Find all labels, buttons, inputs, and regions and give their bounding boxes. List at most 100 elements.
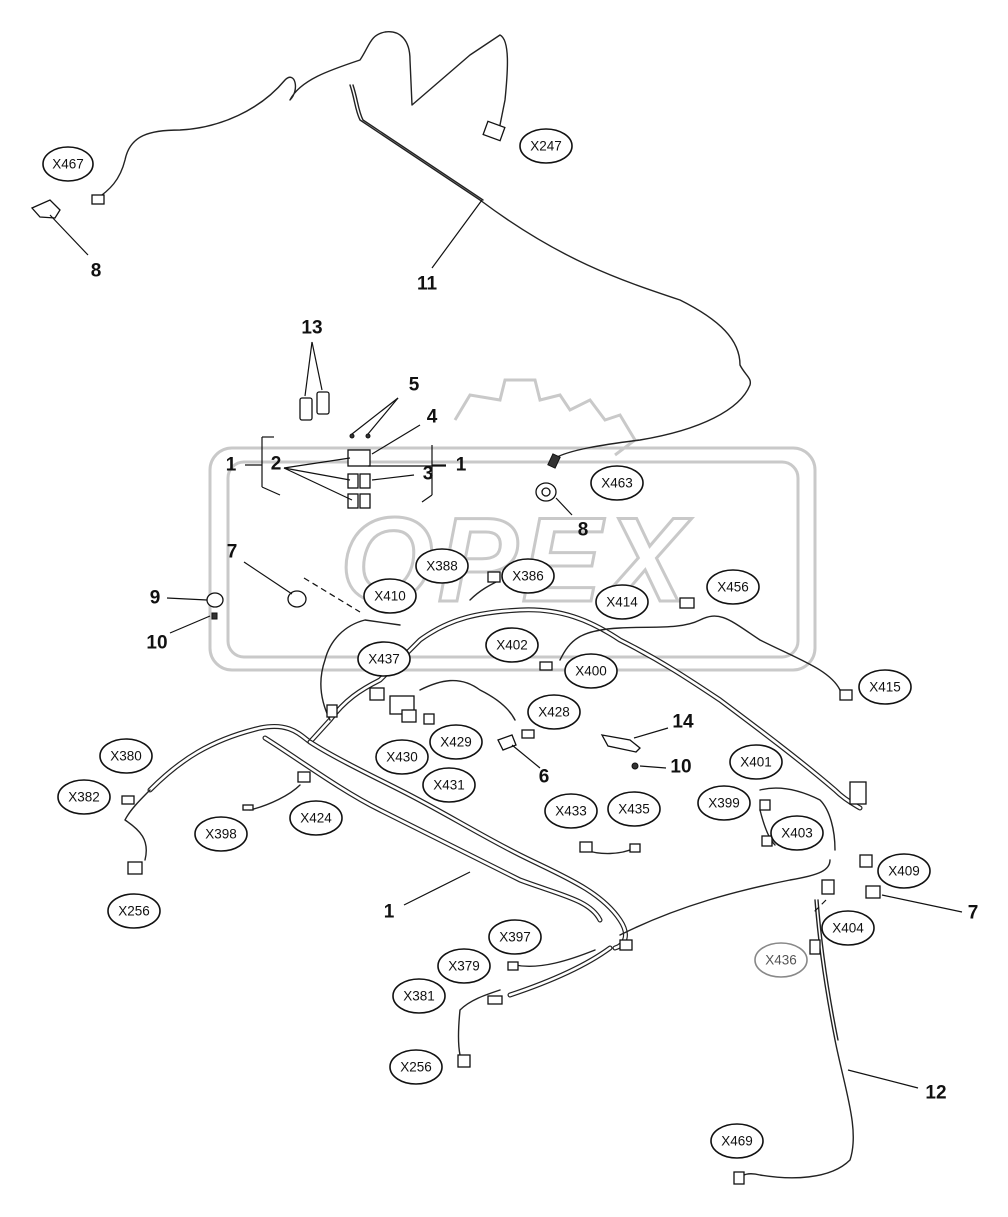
svg-text:X404: X404 <box>832 921 864 936</box>
connector-label-x386: X386 <box>501 558 555 594</box>
relay-13-icons <box>299 391 330 421</box>
connector-label-x430: X430 <box>375 739 429 775</box>
svg-text:X381: X381 <box>403 989 435 1004</box>
connector-label-x381: X381 <box>392 978 446 1014</box>
svg-text:X431: X431 <box>433 778 465 793</box>
connector-block-icons <box>121 571 873 1185</box>
svg-text:X463: X463 <box>601 476 633 491</box>
callout-8-lower: 8 <box>578 520 589 541</box>
svg-text:X415: X415 <box>869 680 901 695</box>
connector-label-x463: X463 <box>590 465 644 501</box>
connector-label-x415: X415 <box>858 669 912 705</box>
svg-text:X435: X435 <box>618 802 650 817</box>
connector-label-x403: X403 <box>770 815 824 851</box>
connector-label-x256-left: X256 <box>107 893 161 929</box>
connector-label-x401: X401 <box>729 744 783 780</box>
svg-text:X379: X379 <box>448 959 480 974</box>
connector-label-x467: X467 <box>42 146 94 182</box>
connector-label-x414: X414 <box>595 584 649 620</box>
connector-label-x456: X456 <box>706 569 760 605</box>
connector-label-x397: X397 <box>488 919 542 955</box>
callout-14: 14 <box>672 712 694 733</box>
connector-label-x437: X437 <box>357 641 411 677</box>
part-9-icon <box>206 592 224 620</box>
svg-text:X400: X400 <box>575 664 607 679</box>
callout-7-upper: 7 <box>227 542 238 563</box>
svg-text:X402: X402 <box>496 638 528 653</box>
connector-label-x436: X436 <box>754 942 808 978</box>
svg-text:X437: X437 <box>368 652 400 667</box>
callout-7-lower: 7 <box>968 903 979 924</box>
connector-label-x429: X429 <box>429 724 483 760</box>
callout-13: 13 <box>301 318 322 339</box>
svg-text:X433: X433 <box>555 804 587 819</box>
svg-text:X401: X401 <box>740 755 772 770</box>
connector-label-x469: X469 <box>710 1123 764 1159</box>
svg-text:X256: X256 <box>400 1060 432 1075</box>
connector-label-x256-bottom: X256 <box>389 1049 443 1085</box>
svg-text:X414: X414 <box>606 595 638 610</box>
connector-label-x400: X400 <box>564 653 618 689</box>
svg-text:X247: X247 <box>530 139 562 154</box>
part-6-icon <box>497 734 517 751</box>
svg-text:X398: X398 <box>205 827 237 842</box>
connector-label-x435: X435 <box>607 791 661 827</box>
part-7-upper-icon <box>287 590 307 608</box>
callout-12: 12 <box>925 1083 946 1104</box>
parts <box>30 120 881 1185</box>
part-8-upper-icon <box>30 194 105 219</box>
callout-9: 9 <box>150 588 161 609</box>
connector-label-x404: X404 <box>821 910 875 946</box>
part-7-lower-icon <box>865 885 881 899</box>
svg-text:X456: X456 <box>717 580 749 595</box>
svg-text:X399: X399 <box>708 796 740 811</box>
callout-1-bottom: 1 <box>384 902 395 923</box>
connector-label-x380: X380 <box>99 738 153 774</box>
svg-text:X388: X388 <box>426 559 458 574</box>
connector-label-x409: X409 <box>877 853 931 889</box>
svg-text:X428: X428 <box>538 705 570 720</box>
connector-label-x431: X431 <box>422 767 476 803</box>
callout-10-right: 10 <box>670 757 691 778</box>
svg-text:X382: X382 <box>68 790 100 805</box>
harness-11 <box>94 31 752 459</box>
svg-text:X436: X436 <box>765 953 797 968</box>
callout-11: 11 <box>417 274 438 295</box>
part-8-lower-icon <box>535 453 561 502</box>
svg-text:X386: X386 <box>512 569 544 584</box>
connector-label-x410: X410 <box>363 578 417 614</box>
callout-1-right: 1 <box>456 455 467 476</box>
connector-label-x388: X388 <box>415 548 469 584</box>
connector-label-x379: X379 <box>437 948 491 984</box>
callout-4: 4 <box>427 407 438 428</box>
part-14-bracket-icon <box>600 734 641 770</box>
svg-text:X256: X256 <box>118 904 150 919</box>
svg-text:X430: X430 <box>386 750 418 765</box>
svg-text:X403: X403 <box>781 826 813 841</box>
connector-label-x399: X399 <box>697 785 751 821</box>
callout-2: 2 <box>271 454 282 475</box>
svg-text:X424: X424 <box>300 811 332 826</box>
watermark: OPEX <box>208 378 817 672</box>
harness-12 <box>739 899 854 1179</box>
callout-5: 5 <box>409 375 420 396</box>
connector-label-x398: X398 <box>194 816 248 852</box>
connector-label-x433: X433 <box>544 793 598 829</box>
svg-text:X467: X467 <box>52 157 84 172</box>
svg-text:X429: X429 <box>440 735 472 750</box>
svg-text:X469: X469 <box>721 1134 753 1149</box>
relay-set-icons <box>347 433 371 509</box>
svg-text:X380: X380 <box>110 749 142 764</box>
leaders <box>49 199 963 1089</box>
connector-labels: X467 X247 X463 X388 X386 X410 X414 X456 … <box>42 128 931 1159</box>
connector-label-x424: X424 <box>289 800 343 836</box>
callout-6: 6 <box>539 767 550 788</box>
connector-label-x382: X382 <box>57 779 111 815</box>
callout-10-left: 10 <box>146 633 167 654</box>
svg-text:X410: X410 <box>374 589 406 604</box>
callout-8-upper: 8 <box>91 261 102 282</box>
connector-label-x402: X402 <box>485 627 539 663</box>
connector-x247-plug-icon <box>482 120 506 142</box>
svg-text:X397: X397 <box>499 930 531 945</box>
